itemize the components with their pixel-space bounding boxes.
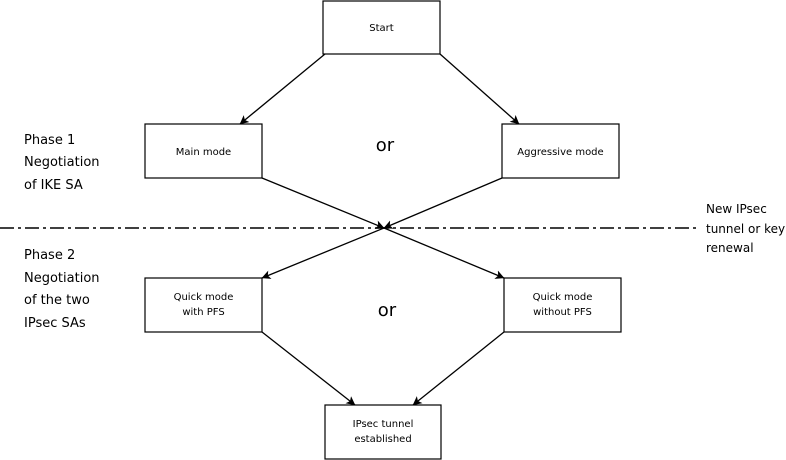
phase1-label-line2: Negotiation — [24, 155, 100, 170]
edge-quick-no-pfs-to-tunnel — [412, 331, 505, 406]
aggressive-mode-label: Aggressive mode — [517, 147, 603, 158]
edge-start-to-main-mode — [239, 53, 326, 125]
divider-annotation: New IPsec tunnel or key renewal — [706, 202, 785, 255]
quick-mode-pfs-node: Quick mode with PFS — [144, 277, 263, 333]
main-mode-node: Main mode — [144, 123, 263, 179]
tunnel-established-node: IPsec tunnel established — [324, 404, 442, 460]
phase2-label: Phase 2 Negotiation of the two IPsec SAs — [24, 248, 100, 331]
edge-quick-pfs-to-tunnel — [261, 331, 356, 406]
phase1-label: Phase 1 Negotiation of IKE SA — [24, 133, 100, 193]
quick-mode-pfs-label-line1: Quick mode — [174, 292, 234, 303]
tunnel-label-line2: established — [354, 434, 411, 445]
quick-mode-no-pfs-label-line1: Quick mode — [533, 292, 593, 303]
or-label-phase2: or — [378, 300, 397, 321]
main-mode-label: Main mode — [176, 147, 231, 158]
start-node-label: Start — [369, 23, 394, 34]
edge-junction-to-quick-pfs — [261, 227, 385, 279]
phase2-label-line3: of the two — [24, 293, 90, 308]
phase1-label-line3: of IKE SA — [24, 178, 83, 193]
or-label-phase1: or — [376, 135, 395, 156]
edge-start-to-aggressive-mode — [439, 53, 520, 125]
edge-junction-to-quick-no-pfs — [383, 227, 505, 279]
phase2-label-line4: IPsec SAs — [24, 316, 86, 331]
start-node: Start — [322, 0, 441, 55]
edge-aggressive-mode-to-junction — [383, 177, 503, 229]
divider-annotation-line1: New IPsec — [706, 202, 767, 216]
quick-mode-no-pfs-node: Quick mode without PFS — [503, 277, 622, 333]
divider-annotation-line3: renewal — [706, 241, 754, 255]
edge-main-mode-to-junction — [261, 177, 385, 229]
divider-annotation-line2: tunnel or key — [706, 222, 785, 236]
quick-mode-pfs-label-line2: with PFS — [182, 307, 224, 318]
phase1-label-line1: Phase 1 — [24, 133, 75, 148]
phase2-label-line1: Phase 2 — [24, 248, 75, 263]
quick-mode-no-pfs-label-line2: without PFS — [533, 307, 592, 318]
tunnel-label-line1: IPsec tunnel — [353, 419, 414, 430]
aggressive-mode-node: Aggressive mode — [501, 123, 620, 179]
phase2-label-line2: Negotiation — [24, 271, 100, 286]
